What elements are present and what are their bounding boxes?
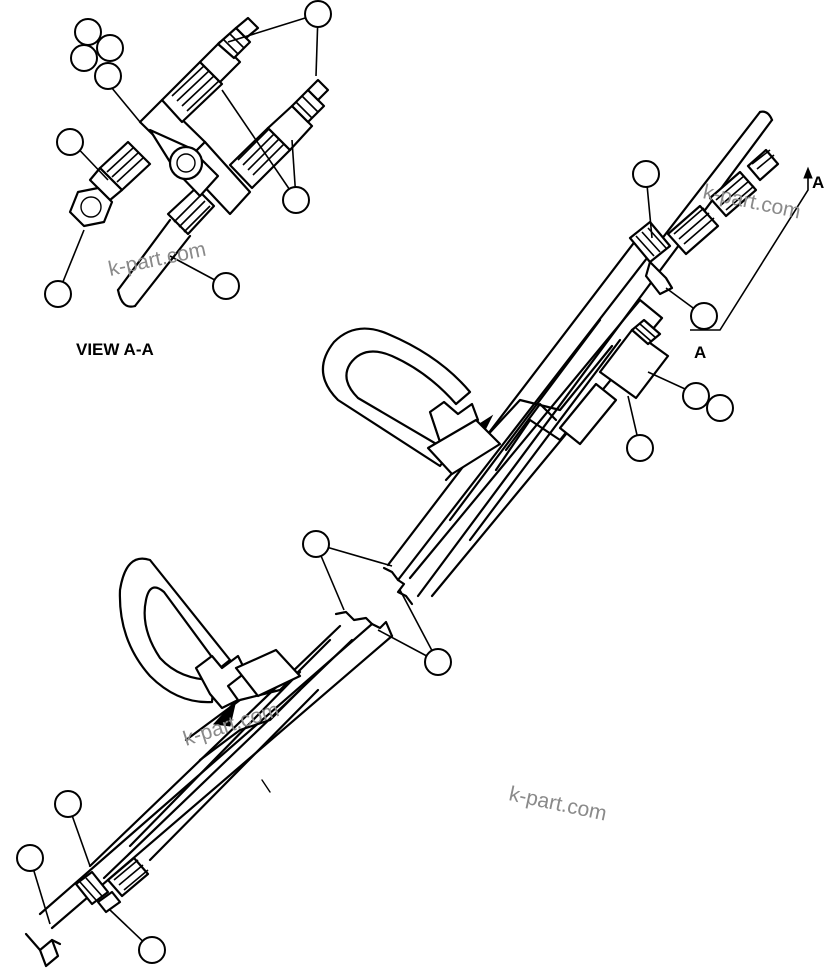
callout-bubble — [94, 62, 122, 90]
hose-fitting-lower — [166, 186, 216, 236]
callout-bubble — [56, 128, 84, 156]
callout-bubble — [302, 530, 330, 558]
valve-block — [138, 98, 252, 216]
callout-bubble — [682, 382, 710, 410]
upper-fitting-right — [228, 78, 330, 190]
watermark: k-part.com — [106, 238, 208, 281]
callout-bubble — [282, 186, 310, 214]
callout-bubble — [690, 302, 718, 330]
upper-fitting-left — [160, 16, 260, 124]
callout-bubble — [138, 936, 166, 964]
callout-bubble — [632, 160, 660, 188]
clamp-block — [558, 318, 670, 446]
callout-bubble — [16, 844, 44, 872]
lower-boom-section — [24, 557, 394, 968]
callout-bubble — [706, 394, 734, 422]
callout-bubble — [54, 790, 82, 818]
callout-bubble — [626, 434, 654, 462]
upper-boom-section — [321, 110, 813, 606]
view-a-a-label: VIEW A-A — [76, 340, 154, 359]
watermark: k-part.com — [507, 782, 609, 825]
callout-bubble — [96, 34, 124, 62]
callout-bubble — [44, 280, 72, 308]
callout-circles — [16, 0, 734, 964]
callout-bubble — [70, 44, 98, 72]
view-a-a-detail — [68, 16, 330, 308]
callout-bubble — [74, 18, 102, 46]
callout-bubble — [304, 0, 332, 28]
section-marker-bottom: A — [694, 343, 706, 362]
callout-bubble — [424, 648, 452, 676]
section-marker-top: A — [812, 173, 824, 192]
side-fitting-hex — [68, 140, 152, 228]
lower-left-fitting — [24, 856, 150, 968]
upper-right-fitting — [628, 148, 780, 296]
callout-bubble — [212, 272, 240, 300]
